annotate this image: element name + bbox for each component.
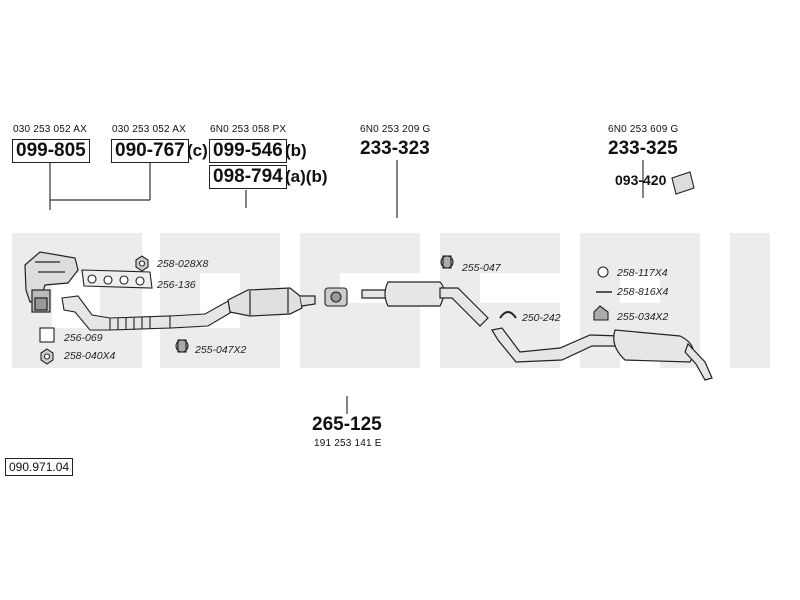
part-number-233-325[interactable]: 233-325 <box>608 138 678 159</box>
pipe-clamp <box>324 287 348 307</box>
part-number-099-546[interactable]: 099-546 <box>209 139 287 163</box>
label-255-047x2[interactable]: 255-047X2 <box>195 344 247 356</box>
exhaust-manifold <box>24 251 79 313</box>
rear-pipe-and-silencer <box>491 327 713 381</box>
catalytic-converter <box>227 287 316 317</box>
part-number-099-805[interactable]: 099-805 <box>12 139 90 163</box>
part-number-098-794[interactable]: 098-794 <box>209 165 287 189</box>
label-258-816x4[interactable]: 258-816X4 <box>617 286 669 298</box>
oem-ref-1: 030 253 052 AX <box>13 124 87 135</box>
oem-ref-4: 6N0 253 209 G <box>360 124 431 135</box>
part-number-099-546-suffix: (b) <box>285 141 307 160</box>
part-number-265-125[interactable]: 265-125 <box>312 414 382 435</box>
front-pipe <box>61 295 236 331</box>
label-258-040x4[interactable]: 258-040X4 <box>64 350 116 362</box>
label-255-047[interactable]: 255-047 <box>462 262 501 274</box>
oem-ref-5: 6N0 253 609 G <box>608 124 679 135</box>
label-258-028x8[interactable]: 258-028X8 <box>157 258 209 270</box>
label-258-117x4[interactable]: 258-117X4 <box>617 267 668 279</box>
label-256-069[interactable]: 256-069 <box>64 332 103 344</box>
part-number-090-767-suffix: (c) <box>187 141 208 160</box>
part-number-093-420[interactable]: 093-420 <box>615 172 667 188</box>
part-number-233-323[interactable]: 233-323 <box>360 138 430 159</box>
oem-ref-6: 191 253 141 E <box>314 438 382 449</box>
gasket-256-136 <box>81 269 153 289</box>
middle-silencer <box>361 281 489 327</box>
oem-ref-2: 030 253 052 AX <box>112 124 186 135</box>
small-hardware <box>39 171 695 365</box>
label-256-136[interactable]: 256-136 <box>157 279 196 291</box>
part-number-098-794-suffix: (a)(b) <box>285 167 328 186</box>
label-250-242[interactable]: 250-242 <box>522 312 561 324</box>
label-255-034x2[interactable]: 255-034X2 <box>617 311 669 323</box>
diagram-code: 090.971.04 <box>5 458 74 476</box>
oem-ref-3: 6N0 253 058 PX <box>210 124 287 135</box>
part-number-090-767[interactable]: 090-767 <box>111 139 189 163</box>
